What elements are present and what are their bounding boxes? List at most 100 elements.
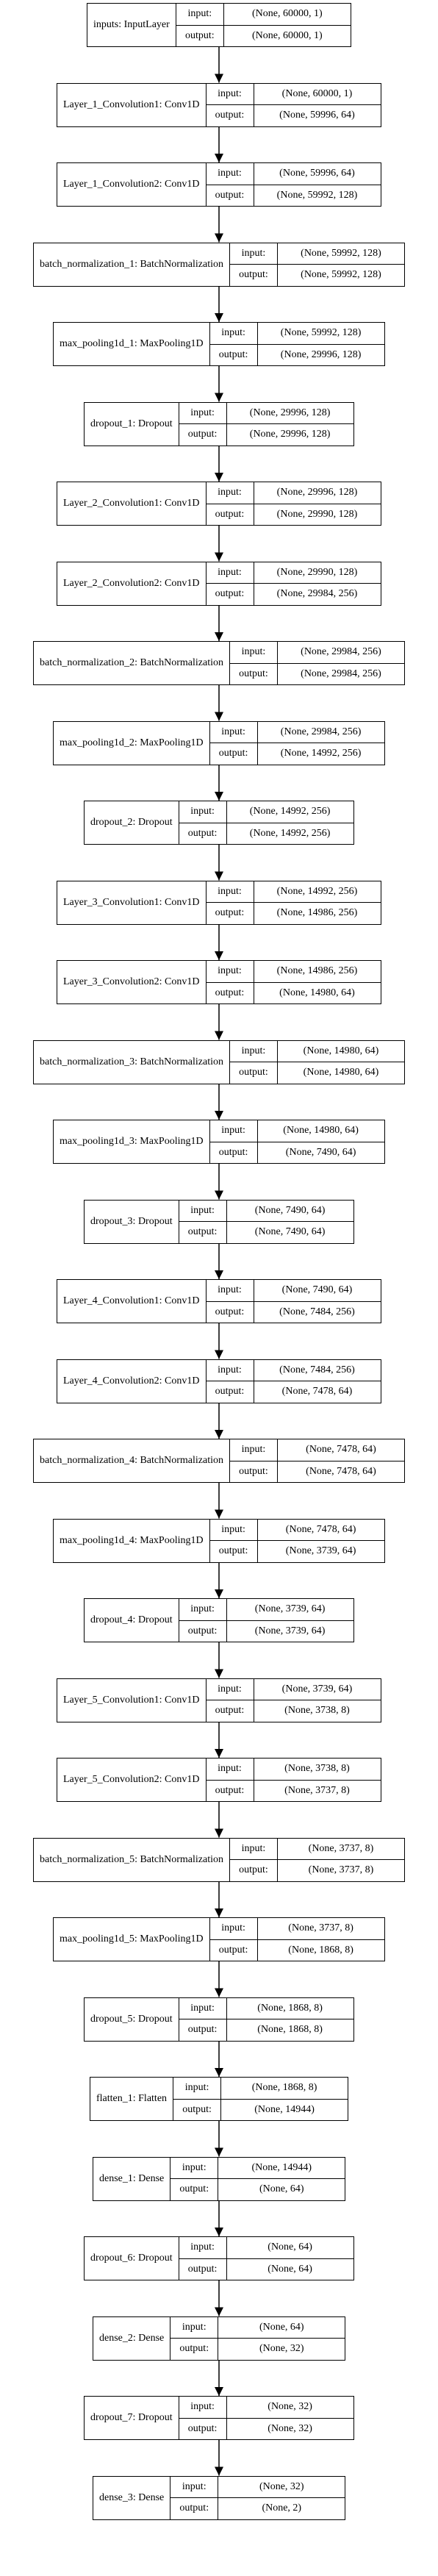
port-labels: input: output: — [179, 402, 227, 446]
output-port-label: output: — [179, 2183, 209, 2195]
input-port-label: input: — [176, 4, 223, 26]
output-port-label: output: — [218, 1944, 248, 1956]
output-shape: (None, 29984, 256) — [301, 668, 381, 679]
port-labels: input:output: — [209, 1519, 258, 1562]
input-port-label: input: — [206, 1759, 254, 1781]
input-shape: (None, 29984, 256) — [277, 642, 404, 664]
port-labels: input:output: — [179, 1599, 227, 1642]
output-shape: (None, 60000, 1) — [251, 29, 323, 41]
tensor-shapes: (None, 14992, 256)(None, 14986, 256) — [254, 881, 381, 924]
input-shape: (None, 14986, 256) — [254, 961, 381, 983]
layer-name: dense_1: Dense — [93, 2157, 171, 2200]
layer-name: batch_normalization_4: BatchNormalizatio… — [34, 1439, 230, 1482]
port-labels: input:output: — [173, 2078, 222, 2120]
output-shape: (None, 14992, 256) — [249, 827, 331, 839]
input-shape: (None, 14944) — [218, 2158, 345, 2179]
tensor-shapes: (None, 1868, 8)(None, 14944) — [221, 2078, 348, 2120]
tensor-shapes: (None, 60000, 1)(None, 59996, 64) — [254, 84, 381, 126]
port-labels: input:output: — [206, 1359, 254, 1403]
layer-name: max_pooling1d_1: MaxPooling1D — [54, 323, 210, 365]
output-port-label: output: — [218, 748, 248, 759]
output-port-label: output: — [239, 668, 268, 679]
layer-name: Layer_5_Convolution2: Conv1D — [57, 1759, 207, 1801]
port-labels: input:output: — [179, 2237, 227, 2280]
layer-name: Layer_4_Convolution2: Conv1D — [57, 1359, 207, 1403]
input-shape: (None, 64) — [218, 2317, 345, 2339]
tensor-shapes: (None, 32) (None, 2) — [218, 2477, 345, 2519]
input-port-label: input: — [206, 1280, 254, 1302]
input-shape: (None, 29984, 256) — [257, 722, 384, 743]
input-port-label: input: — [179, 2397, 226, 2419]
tensor-shapes: (None, 3739, 64)(None, 3739, 64) — [226, 1599, 353, 1642]
layer-name: Layer_2_Convolution1: Conv1D — [57, 482, 207, 525]
output-port-label: output: — [184, 29, 215, 41]
input-shape: (None, 59992, 128) — [277, 243, 404, 265]
input-port-label: input: — [229, 1839, 277, 1860]
layer-name: dropout_4: Dropout — [85, 1599, 179, 1642]
output-port-label: output: — [215, 1705, 245, 1717]
output-shape: (None, 7490, 64) — [254, 1226, 326, 1238]
input-shape: (None, 32) — [218, 2477, 345, 2498]
layer-name: dropout_3: Dropout — [85, 1200, 179, 1243]
tensor-shapes: (None, 1868, 8)(None, 1868, 8) — [226, 1998, 353, 2041]
layer-name: batch_normalization_2: BatchNormalizatio… — [34, 642, 230, 684]
output-shape: (None, 3739, 64) — [254, 1625, 326, 1636]
output-shape: (None, 2) — [262, 2502, 302, 2514]
output-port-label: output: — [215, 508, 245, 520]
input-shape: (None, 14980, 64) — [277, 1041, 404, 1062]
output-port-label: output: — [187, 1625, 218, 1636]
input-shape: (None, 7490, 64) — [254, 1280, 381, 1302]
tensor-shapes: (None, 60000, 1)(None, 60000, 1) — [223, 4, 351, 46]
input-port-label: input: — [206, 961, 254, 983]
output-port-label: output: — [215, 1386, 245, 1398]
input-port-label: input: — [209, 722, 257, 743]
input-shape: (None, 7484, 256) — [254, 1360, 381, 1381]
input-port-label: input: — [206, 881, 254, 903]
port-labels: input: output: — [209, 721, 258, 765]
output-port-label: output: — [215, 189, 245, 201]
port-labels: input:output: — [229, 243, 278, 286]
port-labels: input:output: — [229, 1439, 278, 1482]
input-shape: (None, 7490, 64) — [226, 1201, 353, 1222]
port-labels: input: output: — [206, 961, 254, 1003]
output-port-label: output: — [187, 429, 218, 440]
input-port-label: input: — [179, 2237, 226, 2259]
layer-name: max_pooling1d_3: MaxPooling1D — [54, 1120, 210, 1163]
tensor-shapes: (None, 7490, 64) (None, 7490, 64) — [226, 1201, 353, 1243]
input-shape: (None, 7478, 64) — [277, 1439, 404, 1461]
input-port-label: input: — [206, 163, 254, 185]
tensor-shapes: (None, 7484, 256)(None, 7478, 64) — [254, 1360, 381, 1403]
output-port-label: output: — [179, 2343, 209, 2355]
output-shape: (None, 64) — [259, 2183, 304, 2195]
layer-name: batch_normalization_3: BatchNormalizatio… — [34, 1040, 230, 1084]
input-port-label: input: — [179, 403, 226, 424]
tensor-shapes: (None, 59992, 128)(None, 59992, 128) — [277, 243, 404, 286]
output-port-label: output: — [215, 987, 245, 998]
input-port-label: input: — [229, 1041, 277, 1062]
layer-name: dropout_1: Dropout — [85, 402, 179, 446]
port-labels: input:output: — [206, 1678, 254, 1722]
tensor-shapes: (None, 14980, 64)(None, 7490, 64) — [257, 1120, 384, 1163]
tensor-shapes: (None, 29996, 128)(None, 29996, 128) — [226, 403, 353, 446]
input-port-label: input: — [179, 1998, 226, 2019]
output-port-label: output: — [215, 907, 245, 919]
tensor-shapes: (None, 7490, 64) (None, 7484, 256) — [254, 1280, 381, 1323]
output-shape: (None, 7478, 64) — [306, 1465, 376, 1477]
tensor-shapes: (None, 32)(None, 32) — [226, 2397, 353, 2439]
tensor-shapes: (None, 7478, 64)(None, 3739, 64) — [257, 1520, 384, 1562]
output-port-label: output: — [215, 588, 245, 600]
layer-name: dropout_5: Dropout — [85, 1997, 179, 2041]
input-shape: (None, 7478, 64) — [257, 1520, 384, 1541]
port-labels: input:output: — [170, 2157, 219, 2200]
output-shape: (None, 7484, 256) — [279, 1306, 355, 1317]
